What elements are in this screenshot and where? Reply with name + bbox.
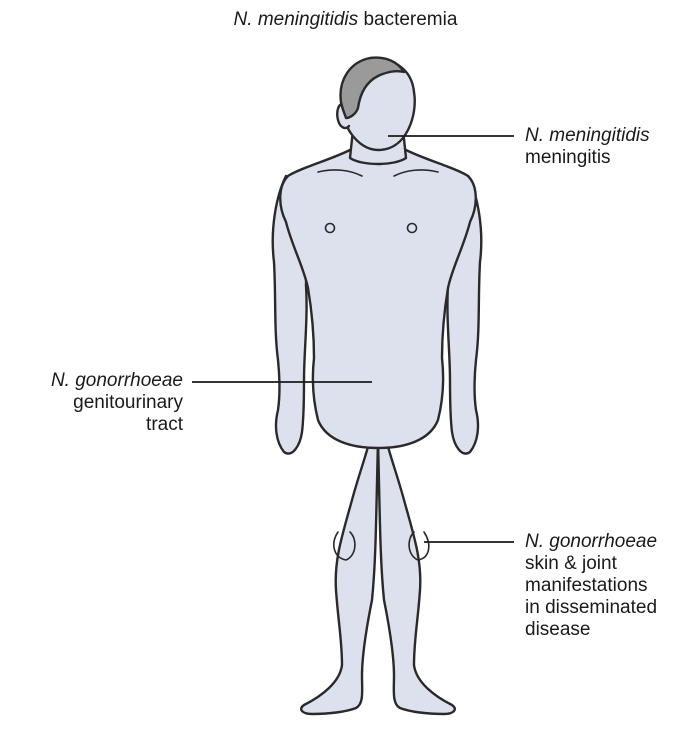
species-name: N. gonorrhoeae: [525, 531, 657, 553]
species-name: N. meningitidis: [234, 9, 359, 30]
condition-line: in disseminated: [525, 597, 657, 619]
label-skin-joint: N. gonorrhoeae skin & joint manifestatio…: [525, 531, 657, 641]
condition-line: genitourinary: [0, 392, 183, 414]
condition-text: bacteremia: [363, 9, 457, 30]
body-silhouette: [273, 58, 482, 714]
condition-line: tract: [0, 414, 183, 436]
condition-line: skin & joint: [525, 553, 657, 575]
condition-line: disease: [525, 619, 657, 641]
label-bacteremia: N. meningitidis bacteremia: [0, 9, 691, 31]
label-meningitis: N. meningitidis meningitis: [525, 125, 650, 169]
species-name: N. gonorrhoeae: [0, 370, 183, 392]
condition-line: meningitis: [525, 147, 650, 169]
species-name: N. meningitidis: [525, 125, 650, 147]
condition-line: manifestations: [525, 575, 657, 597]
label-genitourinary: N. gonorrhoeae genitourinary tract: [0, 370, 183, 436]
torso: [280, 150, 476, 448]
